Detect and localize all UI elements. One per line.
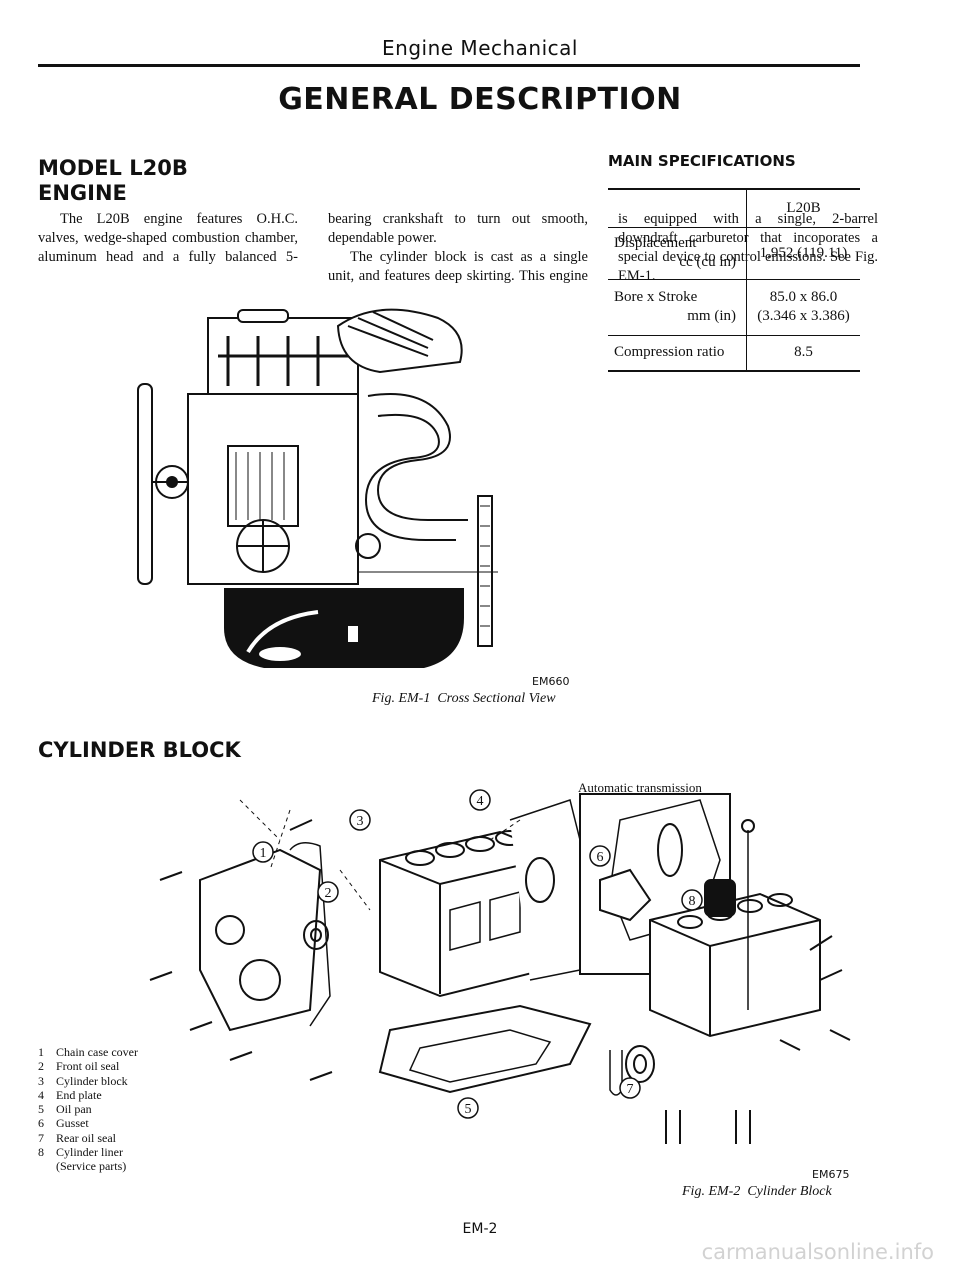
callout-4: 4 [477, 794, 484, 809]
callout-2: 2 [325, 886, 332, 901]
callout-1: 1 [260, 846, 267, 861]
spec-value: 8.5 [746, 335, 860, 371]
specs-column-header: L20B [746, 189, 860, 228]
table-row: Bore x Stroke mm (in) 85.0 x 86.0 (3.346… [608, 279, 860, 336]
header-rule [38, 64, 860, 67]
spec-label: Bore x Stroke [614, 289, 698, 305]
callout-8: 8 [689, 894, 696, 909]
model-text: The L20B engine features O.H.C. valves, … [38, 210, 878, 292]
cylinder-block-illustration: 1 2 3 4 5 6 7 8 [149, 789, 851, 1144]
page-title: GENERAL DESCRIPTION [278, 82, 682, 117]
spec-label: Compression ratio [614, 344, 725, 361]
fig1-caption-text: Cross Sectional View [437, 691, 556, 706]
fig2-caption: Fig. EM-2 Cylinder Block [682, 1184, 832, 1200]
watermark: carmanualsonline.info [701, 1240, 934, 1264]
model-paragraph-1: The L20B engine features O.H.C. valves, … [38, 211, 588, 265]
callout-6: 6 [597, 850, 604, 865]
specs-table: L20B Displacement cc (cu in) 1,952 (119.… [608, 188, 860, 372]
specs-header-row: L20B [608, 189, 860, 228]
page-number: EM-2 [462, 1221, 498, 1237]
cross-section-illustration [137, 308, 498, 668]
spec-unit: mm (in) [687, 308, 736, 324]
cylinder-block-heading: CYLINDER BLOCK [38, 738, 241, 762]
spec-value: 1,952 (119.11) [746, 227, 860, 280]
specs-heading: MAIN SPECIFICATIONS [608, 152, 796, 170]
fig1-caption: Fig. EM-1 Cross Sectional View [372, 691, 556, 707]
inset-label: Automatic transmission [578, 780, 702, 795]
fig1-caption-label: Fig. EM-1 [372, 691, 431, 706]
spec-value: 85.0 x 86.0 [769, 289, 838, 305]
fig2-caption-label: Fig. EM-2 [682, 1184, 741, 1199]
table-row: Displacement cc (cu in) 1,952 (119.11) [608, 227, 860, 280]
spec-label: Displacement [614, 235, 697, 251]
spec-unit: cc (cu in) [679, 254, 736, 270]
section-title: Engine Mechanical [382, 36, 578, 60]
fig2-caption-text: Cylinder Block [747, 1184, 832, 1199]
spec-value-inches: (3.346 x 3.386) [757, 308, 850, 324]
fig1-code: EM660 [532, 675, 570, 688]
legend-note: (Service parts) [56, 1159, 127, 1174]
table-row: Compression ratio 8.5 [608, 335, 860, 371]
callout-3: 3 [357, 814, 364, 829]
fig2-code: EM675 [812, 1168, 850, 1181]
model-heading: MODEL L20B ENGINE [38, 156, 188, 205]
callout-5: 5 [465, 1102, 472, 1117]
callout-7: 7 [627, 1082, 634, 1097]
